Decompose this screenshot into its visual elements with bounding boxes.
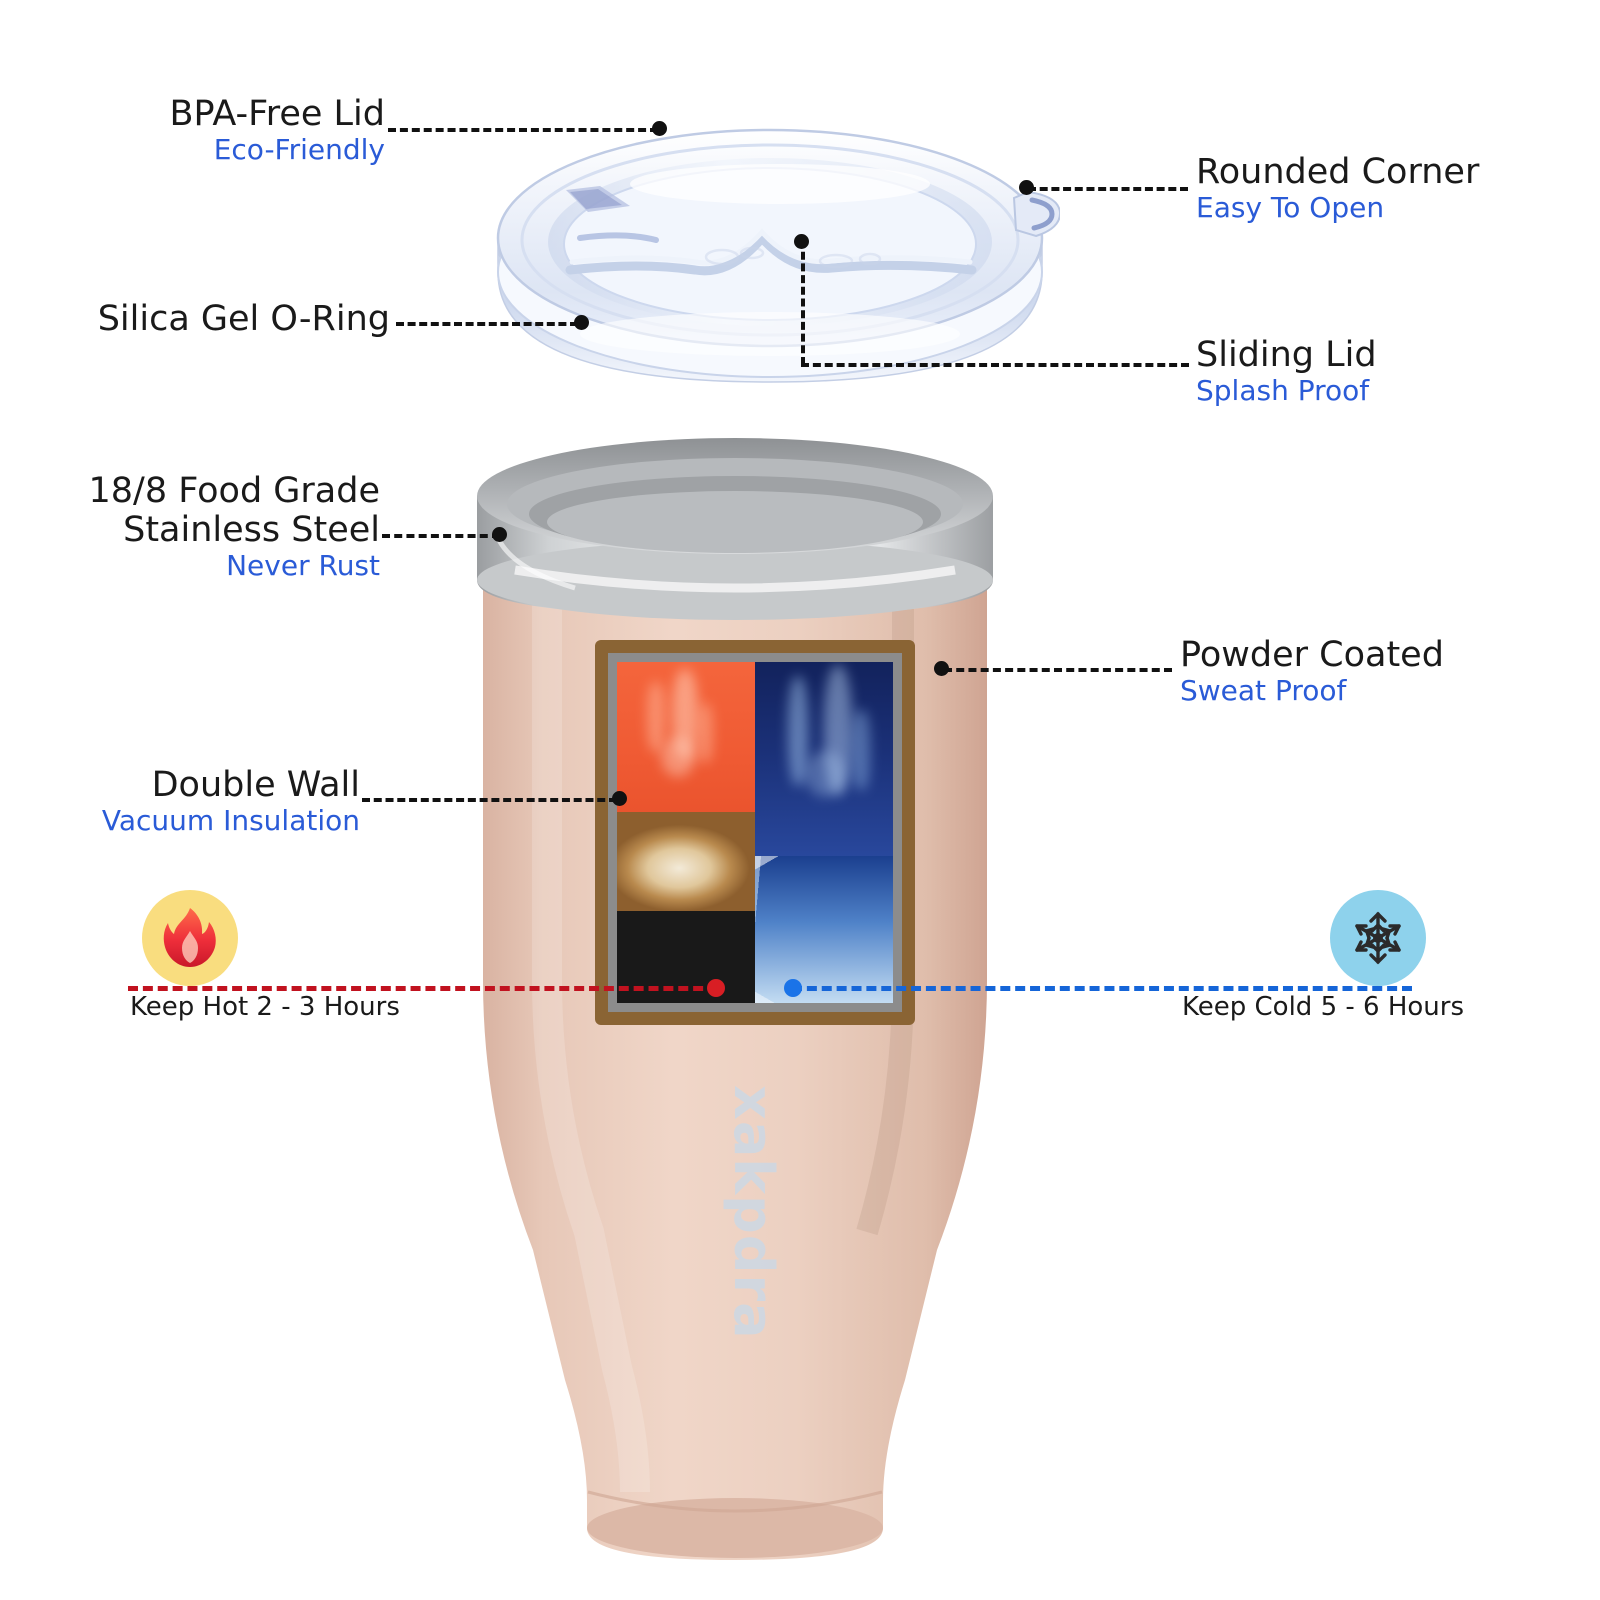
anchor-sliding-lid bbox=[794, 234, 809, 249]
anchor-keep-hot bbox=[707, 979, 725, 997]
callout-subtitle: Easy To Open bbox=[1196, 191, 1385, 225]
anchor-bpa-free-lid bbox=[652, 121, 667, 136]
lid-illustration bbox=[496, 128, 1062, 383]
callout-title: Rounded Corner bbox=[1196, 152, 1480, 192]
callout-sliding-lid: Sliding Lid Splash Proof bbox=[1196, 335, 1576, 408]
callout-subtitle: Eco-Friendly bbox=[213, 133, 385, 167]
brand-logo: xakpdra bbox=[722, 1085, 785, 1340]
leader-sliding-lid-vertical bbox=[801, 240, 805, 365]
leader-powder-coated bbox=[944, 668, 1172, 672]
leader-double-wall bbox=[362, 798, 617, 802]
callout-title: Sliding Lid bbox=[1196, 335, 1377, 375]
callout-title: Double Wall bbox=[151, 765, 360, 805]
label-image bbox=[617, 662, 893, 1003]
anchor-stainless-steel bbox=[492, 527, 507, 542]
callout-bpa-free-lid: BPA-Free Lid Eco-Friendly bbox=[60, 94, 385, 167]
leader-bpa-free-lid bbox=[388, 128, 658, 132]
hot-cold-label-art bbox=[595, 640, 915, 1025]
callout-powder-coated: Powder Coated Sweat Proof bbox=[1180, 635, 1580, 708]
callout-title: 18/8 Food Grade Stainless Steel bbox=[88, 471, 380, 551]
leader-rounded-corner bbox=[1028, 187, 1188, 191]
ice-cubes bbox=[755, 856, 893, 1003]
snowflake-icon bbox=[1355, 911, 1401, 965]
anchor-keep-cold bbox=[784, 979, 802, 997]
callout-stainless-steel: 18/8 Food Grade Stainless Steel Never Ru… bbox=[40, 471, 380, 583]
callout-subtitle: Sweat Proof bbox=[1180, 674, 1347, 708]
callout-title: Powder Coated bbox=[1180, 635, 1444, 675]
callout-subtitle: Splash Proof bbox=[1196, 374, 1370, 408]
fire-icon bbox=[163, 908, 216, 967]
keep-cold-caption: Keep Cold 5 - 6 Hours bbox=[1182, 992, 1465, 1022]
callout-silica-gel-o-ring: Silica Gel O-Ring bbox=[40, 299, 390, 339]
callout-subtitle: Vacuum Insulation bbox=[101, 804, 360, 838]
tumbler-lid bbox=[480, 120, 1062, 390]
coffee-latte-art bbox=[617, 812, 755, 915]
leader-keep-hot bbox=[128, 986, 718, 991]
leader-keep-cold bbox=[792, 986, 1412, 991]
keep-hot-badge bbox=[142, 890, 238, 986]
keep-hot-caption: Keep Hot 2 - 3 Hours bbox=[130, 992, 400, 1022]
keep-cold-badge bbox=[1330, 890, 1426, 986]
leader-sliding-lid bbox=[801, 363, 1189, 367]
anchor-powder-coated bbox=[934, 661, 949, 676]
anchor-rounded-corner bbox=[1019, 180, 1034, 195]
label-hot-half bbox=[617, 662, 755, 1003]
callout-double-wall: Double Wall Vacuum Insulation bbox=[20, 765, 360, 838]
anchor-double-wall bbox=[612, 791, 627, 806]
anchor-silica-gel-o-ring bbox=[574, 315, 589, 330]
cold-background bbox=[755, 662, 893, 867]
callout-title: BPA-Free Lid bbox=[169, 94, 385, 134]
label-cold-half bbox=[755, 662, 893, 1003]
leader-silica-gel-o-ring bbox=[396, 322, 578, 326]
callout-rounded-corner: Rounded Corner Easy To Open bbox=[1196, 152, 1576, 225]
callout-title: Silica Gel O-Ring bbox=[97, 299, 390, 339]
callout-subtitle: Never Rust bbox=[226, 549, 380, 583]
leader-stainless-steel bbox=[382, 534, 500, 538]
